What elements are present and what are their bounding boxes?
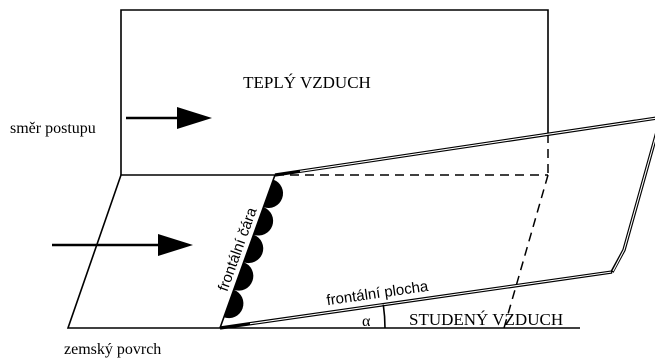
ground-label: zemský povrch [64, 341, 161, 358]
direction-label: směr postupu [10, 120, 96, 137]
front-semicircle [224, 290, 244, 318]
warm-air-label: TEPLÝ VZDUCH [243, 73, 371, 92]
angle-label: α [362, 313, 371, 330]
direction-arrow-lower [52, 234, 193, 256]
arrow-head [158, 234, 193, 256]
direction-arrow-upper [126, 107, 212, 129]
frontal-surface-top-edge-inner [300, 118, 655, 171]
frontal-surface [220, 118, 655, 328]
arrow-head [177, 107, 212, 129]
hidden-edge-diagonal [504, 175, 548, 328]
frontal-surface-right-edge-inner [613, 132, 655, 271]
angle-arc [383, 305, 385, 328]
front-semicircle [263, 180, 283, 208]
warm-air-box-outline [121, 10, 548, 175]
cold-air-label: STUDENÝ VZDUCH [409, 310, 563, 329]
frontal-surface-right-edge [612, 132, 655, 272]
